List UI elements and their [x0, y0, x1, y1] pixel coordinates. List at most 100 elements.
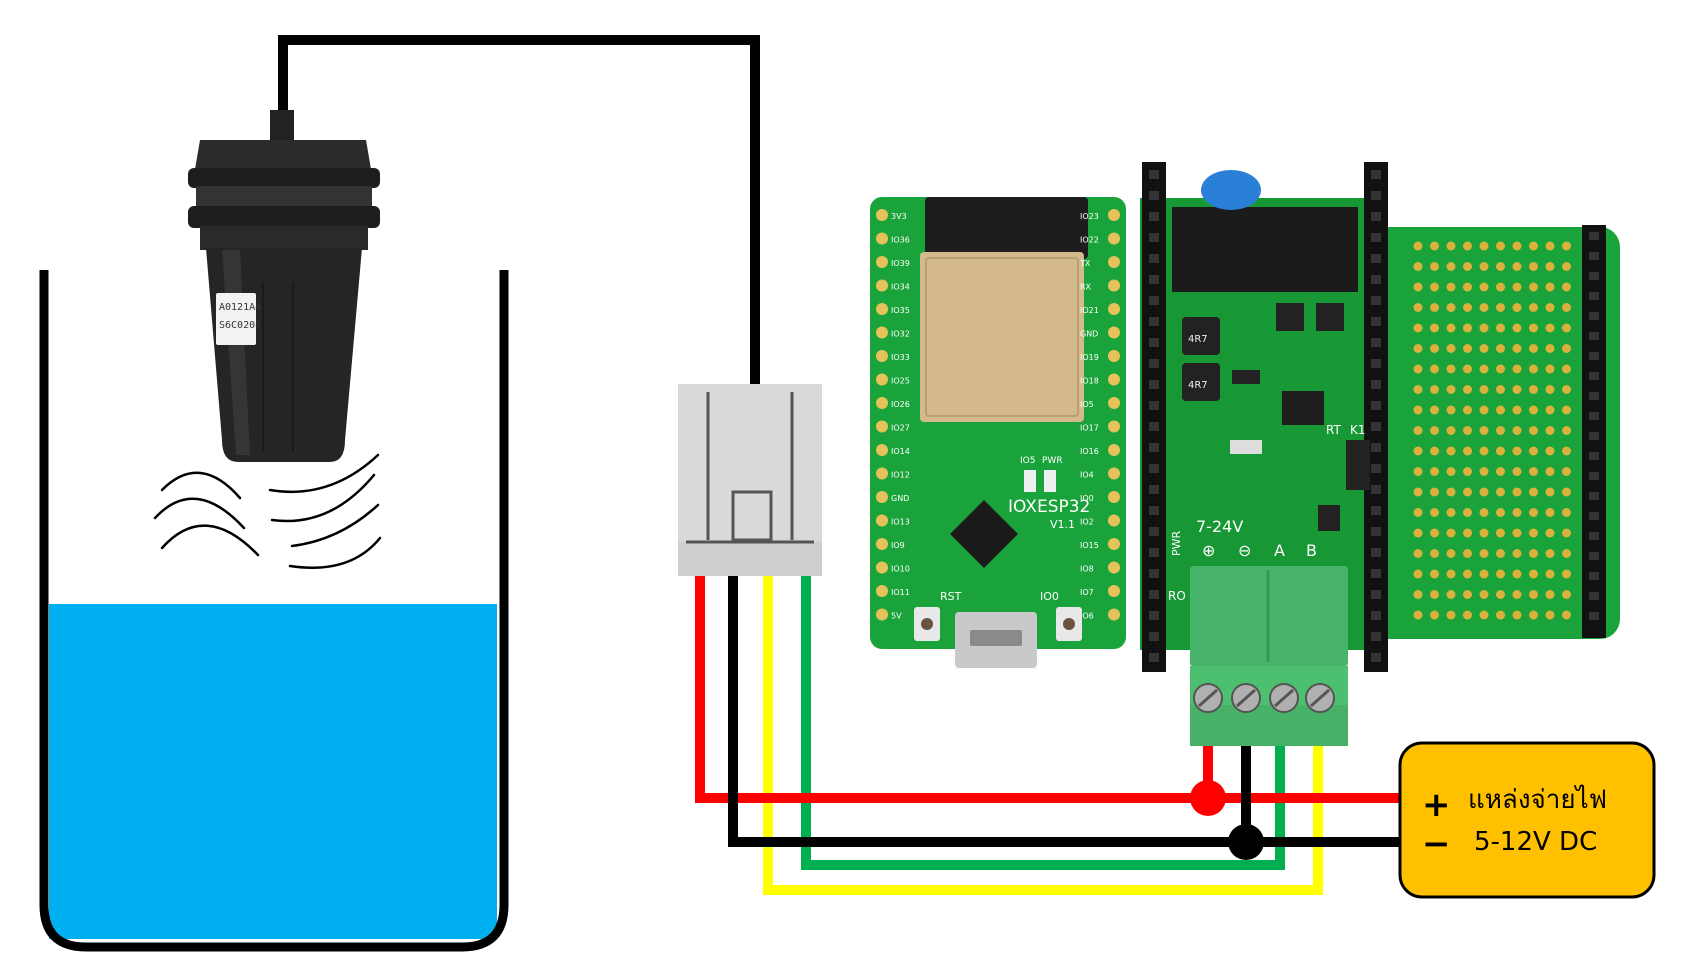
right-pin-label: IO19 — [1080, 353, 1099, 362]
perf-hole — [1446, 426, 1456, 435]
perf-hole — [1463, 467, 1472, 476]
sensor-label-sticker — [216, 293, 256, 345]
pin-pad — [876, 326, 888, 339]
perf-hole — [1529, 569, 1538, 579]
pin-pad — [1108, 279, 1120, 292]
pin-pad — [1108, 585, 1120, 597]
wires — [695, 576, 1400, 895]
led-label-pwr: PWR — [1042, 456, 1063, 466]
pin-pad — [876, 467, 888, 480]
perf-hole — [1512, 262, 1522, 271]
perf-hole — [1562, 528, 1571, 538]
esp32-board: 3V3IO36IO39IO34IO35IO32IO33IO25IO26IO27I… — [870, 197, 1126, 668]
header-pin — [1371, 317, 1381, 326]
perf-hole — [1512, 528, 1522, 538]
perf-hole — [1545, 610, 1555, 620]
perf-hole — [1545, 467, 1555, 476]
header-pin — [1589, 252, 1599, 260]
right-pin-label: IO8 — [1080, 565, 1094, 574]
left-pin-label: 3V3 — [891, 212, 907, 221]
perf-hole — [1545, 282, 1555, 292]
header-pin — [1149, 317, 1159, 326]
perf-hole — [1529, 262, 1538, 271]
perf-hole — [1479, 323, 1489, 333]
header-pin — [1149, 380, 1159, 389]
perf-hole — [1512, 364, 1522, 374]
perf-hole — [1496, 426, 1505, 435]
term-label-plus: ⊕ — [1202, 541, 1215, 560]
screw-slot — [1310, 688, 1330, 708]
perf-hole — [1446, 590, 1456, 599]
perf-hole — [1512, 426, 1522, 435]
header-pin — [1149, 170, 1159, 179]
pin-pad — [1108, 373, 1120, 386]
perf-hole — [1562, 610, 1571, 620]
perf-hole — [1430, 467, 1439, 476]
header-pin — [1589, 552, 1599, 560]
perf-hole — [1446, 405, 1456, 415]
perf-hole — [1512, 610, 1522, 620]
header-pin — [1371, 485, 1381, 494]
right-pin-label: IO16 — [1080, 447, 1099, 456]
perf-hole — [1496, 323, 1505, 333]
perf-hole — [1496, 590, 1505, 599]
perf-hole — [1512, 385, 1522, 394]
perf-hole — [1413, 241, 1423, 251]
header-pin — [1149, 233, 1159, 242]
perf-hole — [1529, 282, 1538, 292]
pin-pad — [1108, 467, 1120, 480]
screw-slot — [1236, 688, 1256, 708]
perf-hole — [1512, 590, 1522, 599]
sensor-cable — [278, 35, 760, 385]
perf-hole — [1479, 385, 1489, 394]
perf-hole — [1512, 446, 1522, 456]
pin-pad — [1108, 420, 1120, 433]
left-pin-label: IO25 — [891, 377, 910, 386]
perf-hole — [1562, 487, 1571, 497]
perf-hole — [1562, 590, 1571, 599]
perf-hole — [1512, 549, 1522, 558]
perf-hole — [1545, 590, 1555, 599]
perf-hole — [1562, 549, 1571, 558]
junction-dot-red — [1190, 780, 1226, 816]
pin-pad — [876, 279, 888, 292]
left-pin-label: IO9 — [891, 541, 905, 550]
pin-pad — [1108, 209, 1120, 221]
perf-hole — [1446, 549, 1456, 558]
perf-hole — [1463, 569, 1472, 579]
perf-hole — [1496, 549, 1505, 558]
perf-hole — [1545, 323, 1555, 333]
perf-hole — [1463, 446, 1472, 456]
perf-hole — [1479, 364, 1489, 374]
header-pin — [1371, 611, 1381, 620]
water-tank — [39, 270, 509, 952]
perf-hole — [1496, 405, 1505, 415]
header-pin — [1589, 272, 1599, 280]
perf-hole — [1496, 344, 1505, 353]
header-pin — [1371, 359, 1381, 368]
perf-hole — [1512, 467, 1522, 476]
perf-hole — [1446, 528, 1456, 538]
pin-pad — [876, 491, 888, 503]
perf-hole — [1446, 610, 1456, 620]
perf-hole — [1463, 323, 1472, 333]
mod-mark-1: 4R7 — [1188, 334, 1208, 345]
perf-hole — [1479, 528, 1489, 538]
perf-hole — [1413, 364, 1423, 374]
perf-hole — [1430, 262, 1439, 271]
header-pin — [1589, 332, 1599, 340]
right-pin-label: IO18 — [1080, 377, 1099, 386]
minus-symbol: − — [1422, 824, 1451, 864]
perf-hole — [1496, 303, 1505, 312]
left-pin-label: IO32 — [891, 330, 910, 339]
perf-hole — [1529, 323, 1538, 333]
perf-hole — [1545, 364, 1555, 374]
mod-mark-k1: K1 — [1350, 423, 1366, 437]
pin-pad — [1108, 256, 1120, 268]
perf-hole — [1413, 262, 1423, 271]
header-pin — [1371, 275, 1381, 284]
header-pin — [1371, 212, 1381, 221]
perf-hole — [1463, 528, 1472, 538]
perf-hole — [1529, 241, 1538, 251]
header-pin — [1371, 296, 1381, 305]
